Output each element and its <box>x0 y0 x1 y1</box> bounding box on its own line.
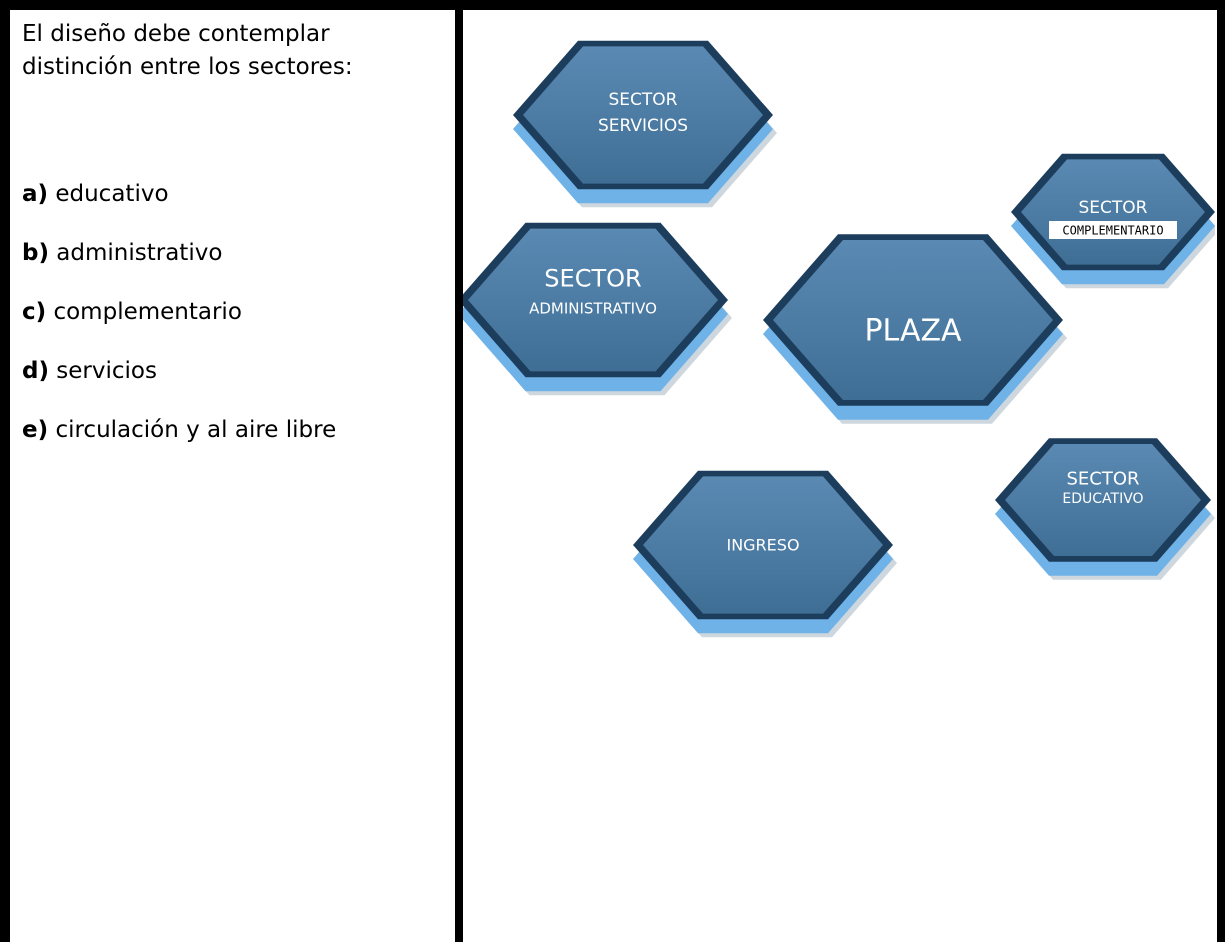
item-text: servicios <box>56 358 157 384</box>
label-tag: COMPLEMENTARIO <box>1062 223 1163 237</box>
hex-label: EDUCATIVO <box>1062 491 1143 507</box>
hexagon-ingreso: INGRESO <box>633 470 897 638</box>
hexagon-educativo: SECTOR EDUCATIVO <box>995 438 1215 580</box>
item-key: b) <box>22 240 49 266</box>
intro-text: El diseño debe contemplar distinción ent… <box>22 21 353 80</box>
item-key: d) <box>22 358 49 384</box>
list-item: a) educativo <box>22 178 336 211</box>
list-item: c) complementario <box>22 296 336 329</box>
hex-face <box>773 240 1053 400</box>
list-item: d) servicios <box>22 355 336 388</box>
list-item: e) circulación y al aire libre <box>22 414 336 447</box>
item-text: educativo <box>55 181 169 207</box>
hex-label: SECTOR <box>1066 468 1139 489</box>
list-item: b) administrativo <box>22 237 336 270</box>
sector-hexagon-diagram: SECTORSERVICIOSSECTORCOMPLEMENTARIOSECTO… <box>463 40 1215 638</box>
item-text: circulación y al aire libre <box>55 417 337 443</box>
hexagon-administrativo: SECTOR ADMINISTRATIVO <box>463 222 732 396</box>
sector-list: a) educativo b) administrativo c) comple… <box>22 178 336 473</box>
hex-face <box>643 476 883 614</box>
hex-label: SECTOR <box>609 90 678 110</box>
hex-label: SERVICIOS <box>598 116 688 136</box>
label-tag-background <box>1049 221 1177 239</box>
hex-face <box>468 228 718 372</box>
hexagon-complementario: SECTOR COMPLEMENTARIO <box>1011 153 1215 289</box>
item-text: complementario <box>53 299 242 325</box>
hex-face <box>1005 444 1201 556</box>
requirements-panel: El diseño debe contemplar distinción ent… <box>22 18 447 443</box>
item-text: administrativo <box>56 240 223 266</box>
item-key: c) <box>22 299 47 325</box>
hexagon-servicios: SECTOR SERVICIOS <box>513 40 777 208</box>
hex-label: SECTOR <box>1079 198 1148 218</box>
column-divider <box>455 0 463 942</box>
hexagon-plaza: PLAZA <box>763 234 1067 424</box>
hex-label: PLAZA <box>864 314 962 349</box>
hex-face <box>523 46 763 184</box>
hex-label: SECTOR <box>544 264 641 292</box>
item-key: a) <box>22 181 49 207</box>
item-key: e) <box>22 417 49 443</box>
hex-label: ADMINISTRATIVO <box>529 299 657 317</box>
hex-label: INGRESO <box>726 536 799 555</box>
